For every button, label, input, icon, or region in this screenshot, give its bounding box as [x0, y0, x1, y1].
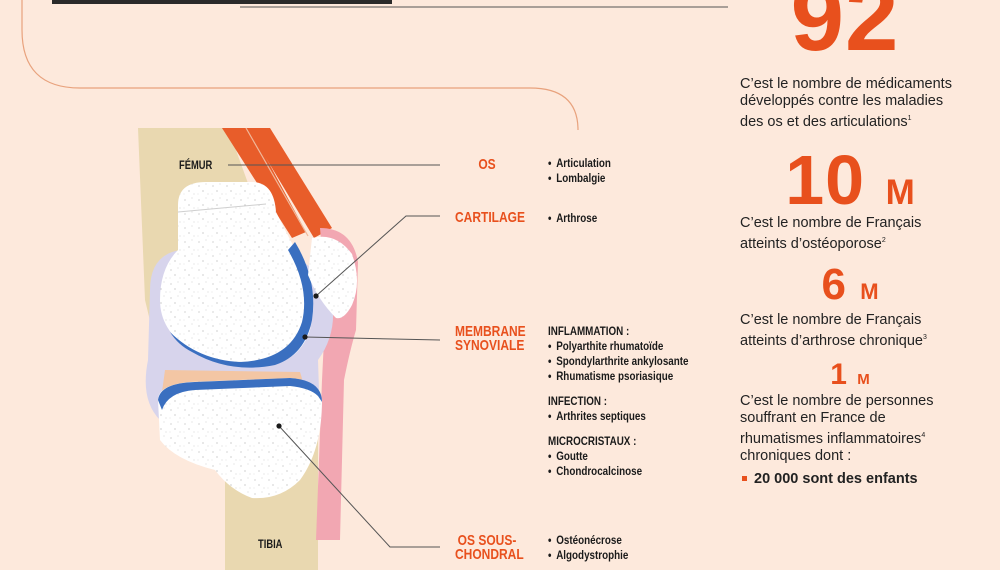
- list-item: •Rhumatisme psoriasique: [548, 369, 674, 383]
- femur-condyle: [160, 182, 313, 367]
- quadriceps-tendon: [222, 128, 306, 238]
- list-item: •Ostéonécrose: [548, 533, 622, 547]
- os-disease-list: •Articulation •Lombalgie: [548, 156, 625, 186]
- category-os-label: OS: [478, 156, 496, 173]
- header-text-remnant: [52, 0, 392, 4]
- stat-92-text: C’est le nombre de médicaments développé…: [740, 76, 952, 130]
- stat-1m-number: 1 M: [830, 358, 870, 391]
- stat-6m-number: 6 M: [821, 260, 879, 309]
- membrane-disease-list: INFLAMMATION : •Polyarthite rhumatoïde •…: [548, 324, 719, 479]
- tibia-cartilage: [158, 378, 322, 410]
- patella: [308, 236, 357, 319]
- list-item: •Goutte: [548, 449, 588, 463]
- stat-92-number: 92: [790, 0, 900, 71]
- category-membrane-label: MEMBRANE SYNOVIALE: [455, 323, 526, 354]
- list-item: •Polyarthite rhumatoïde: [548, 339, 664, 353]
- stat-6m-text: C’est le nombre de Français atteints d’a…: [740, 312, 927, 349]
- category-os-sous-chondral-label: OS SOUS- CHONDRAL: [455, 532, 524, 563]
- stat-10m-number: 10 M: [785, 141, 915, 219]
- cartilage-disease-list: •Arthrose: [548, 211, 608, 226]
- list-item: •Arthrose: [548, 211, 598, 225]
- stat-1m-text: C’est le nombre de personnes souffrant e…: [740, 393, 934, 464]
- group-title: MICROCRISTAUX :: [548, 434, 637, 448]
- category-cartilage-label: CARTILAGE: [455, 209, 525, 226]
- tibia-plateau: [158, 378, 322, 499]
- group-title: INFECTION :: [548, 394, 608, 408]
- quadriceps-muscle: [248, 128, 332, 238]
- stat-10m-text: C’est le nombre de Français atteints d’o…: [740, 215, 922, 252]
- list-item: •Spondylarthrite ankylosante: [548, 354, 689, 368]
- list-item: •Arthrites septiques: [548, 409, 646, 423]
- list-item: •Algodystrophie: [548, 548, 629, 562]
- list-item: •Lombalgie: [548, 171, 606, 185]
- os-sous-chondral-disease-list: •Ostéonécrose •Algodystrophie: [548, 533, 646, 563]
- list-item: •Articulation: [548, 156, 611, 170]
- list-item: •Chondrocalcinose: [548, 464, 643, 478]
- bullet-square-icon: [742, 475, 747, 481]
- femur-cartilage: [170, 242, 314, 368]
- stat-1m-bullet: 20 000 sont des enfants: [742, 471, 918, 487]
- femur-label: FÉMUR: [179, 158, 213, 172]
- tibia-label: TIBIA: [258, 537, 283, 551]
- group-title: INFLAMMATION :: [548, 324, 630, 338]
- frame-line-top: [21, 0, 579, 131]
